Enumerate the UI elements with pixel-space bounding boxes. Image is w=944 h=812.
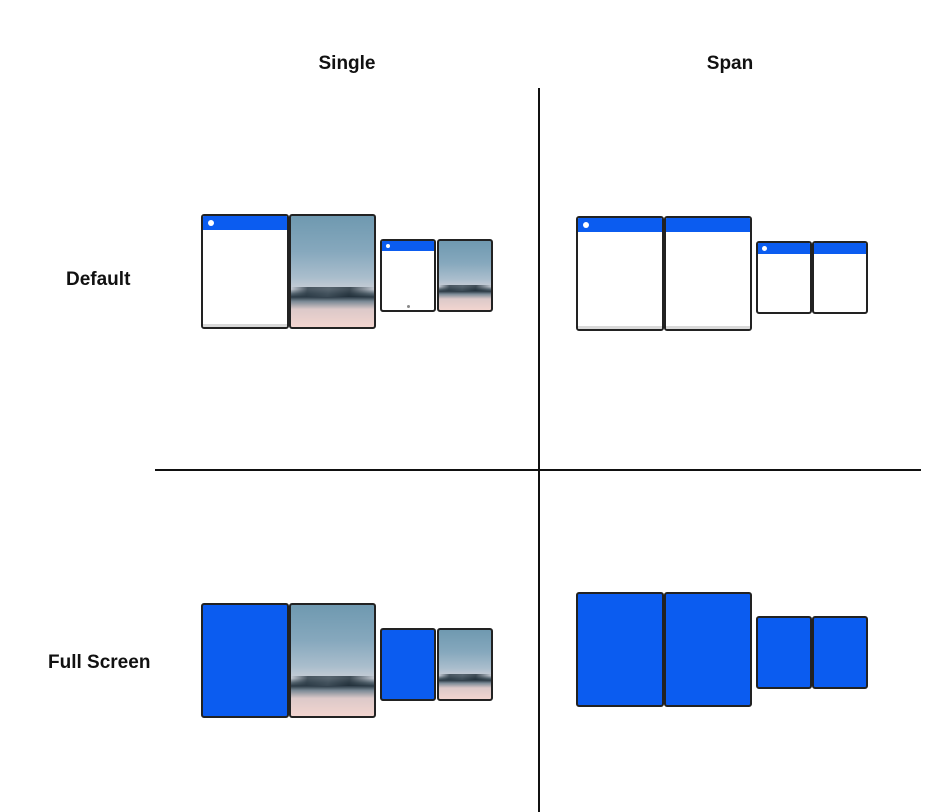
app-titlebar — [578, 218, 662, 232]
span-small-left-app-window — [756, 241, 812, 314]
app-bottom-strip — [578, 326, 662, 329]
horizontal-divider — [155, 469, 921, 471]
app-titlebar — [814, 243, 866, 254]
span-full-small-right-app-fill — [812, 616, 868, 689]
span-full-small-left-app-fill — [756, 616, 812, 689]
device-small-right-wallpaper — [437, 239, 493, 312]
app-titlebar — [666, 218, 750, 232]
titlebar-dot-icon — [386, 244, 390, 248]
app-titlebar — [758, 243, 810, 254]
full-large-left-app-fill — [201, 603, 289, 718]
span-large-left-app-window — [576, 216, 664, 331]
full-small-right-wallpaper — [437, 628, 493, 701]
device-large-right-wallpaper — [289, 214, 376, 329]
titlebar-dot-icon — [762, 246, 767, 251]
titlebar-dot-icon — [583, 222, 589, 228]
device-small-left-app-window — [380, 239, 436, 312]
column-header-single: Single — [318, 53, 376, 74]
app-titlebar — [203, 216, 287, 230]
row-header-default: Default — [66, 269, 131, 290]
row-header-full-screen: Full Screen — [48, 652, 151, 673]
home-indicator-icon — [407, 305, 410, 308]
span-small-right-app-window — [812, 241, 868, 314]
span-large-right-app-window — [664, 216, 752, 331]
span-full-large-left-app-fill — [576, 592, 664, 707]
app-titlebar — [382, 241, 434, 251]
full-small-left-app-fill — [380, 628, 436, 701]
column-header-span: Span — [706, 53, 754, 74]
span-full-large-right-app-fill — [664, 592, 752, 707]
vertical-divider — [538, 88, 540, 812]
full-large-right-wallpaper — [289, 603, 376, 718]
device-large-left-app-window — [201, 214, 289, 329]
titlebar-dot-icon — [208, 220, 214, 226]
app-bottom-strip — [666, 326, 750, 329]
app-bottom-strip — [203, 324, 287, 327]
